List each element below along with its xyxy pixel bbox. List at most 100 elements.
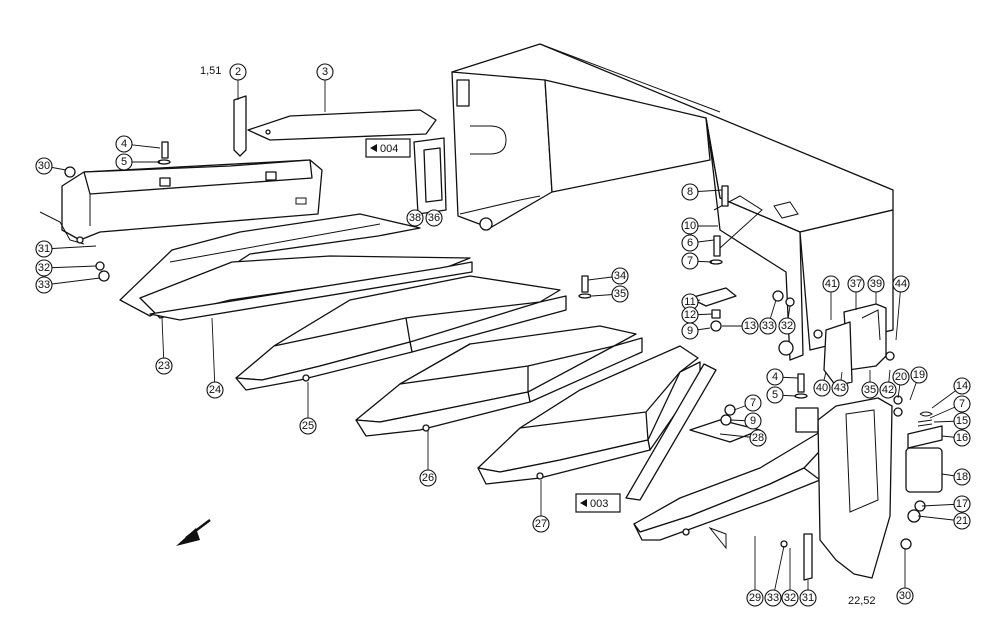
callout-circle: [741, 317, 759, 335]
callout-number: 31: [38, 243, 50, 255]
callout-number: 39: [870, 278, 882, 290]
callout-circle: [766, 368, 784, 386]
callout-circle: [681, 183, 699, 201]
callout-circle: [35, 276, 53, 294]
callout-number: 25: [302, 420, 314, 432]
callout-circle: [406, 209, 424, 227]
callout-32: 32: [778, 317, 796, 335]
callout-31: 31: [799, 589, 817, 607]
callout-circle: [744, 394, 762, 412]
callout-number: 36: [428, 212, 440, 224]
callout-35: 35: [611, 285, 629, 303]
callout-circle: [879, 381, 897, 399]
main-beam: [139, 255, 473, 321]
callout-number: 7: [750, 397, 756, 409]
callout-33: 33: [759, 317, 777, 335]
top-cover-plate: [247, 109, 437, 141]
callout-number: 12: [684, 309, 696, 321]
callout-circle: [744, 412, 762, 430]
part-label-151: 1,51: [200, 65, 221, 77]
callout-circle: [749, 429, 767, 447]
callout-circle: [766, 386, 784, 404]
callout-number: 15: [956, 415, 968, 427]
callout-5: 5: [115, 153, 133, 171]
callout-number: 23: [158, 360, 170, 372]
callout-circle: [681, 252, 699, 270]
callout-circle: [953, 377, 971, 395]
callout-number: 32: [781, 320, 793, 332]
callout-number: 4: [121, 138, 127, 150]
callout-6: 6: [681, 234, 699, 252]
callout-4: 4: [766, 368, 784, 386]
callout-circle: [115, 135, 133, 153]
reference-box: [575, 493, 621, 513]
callout-number: 24: [209, 384, 221, 396]
callout-number: 33: [767, 592, 779, 604]
callout-circle: [206, 381, 224, 399]
callout-13: 13: [741, 317, 759, 335]
callout-number: 30: [38, 160, 50, 172]
callout-number: 9: [750, 415, 756, 427]
callout-14: 14: [953, 377, 971, 395]
callout-circle: [953, 512, 971, 530]
callout-circle: [953, 395, 971, 413]
pointer-left-icon: [370, 144, 377, 152]
reference-number: 004: [380, 143, 398, 155]
callout-circle: [822, 275, 840, 293]
callout-circle: [953, 495, 971, 513]
right-side-panel: [795, 397, 893, 579]
callout-number: 21: [956, 515, 968, 527]
callout-circle: [759, 317, 777, 335]
callout-36: 36: [425, 209, 443, 227]
callout-39: 39: [867, 275, 885, 293]
left-side-panel: [39, 159, 323, 245]
callout-34: 34: [611, 267, 629, 285]
callout-number: 11: [684, 296, 695, 308]
callout-number: 18: [956, 471, 968, 483]
divider-cone-3: [477, 345, 701, 485]
callout-circle: [892, 275, 910, 293]
callout-number: 9: [687, 325, 693, 337]
callout-circle: [861, 381, 879, 399]
callout-32: 32: [35, 259, 53, 277]
callout-number: 20: [895, 371, 907, 383]
callout-number: 40: [816, 382, 828, 394]
callout-circle: [813, 379, 831, 397]
callout-circle: [764, 589, 782, 607]
callout-circle: [155, 357, 173, 375]
pointer-left-icon: [580, 499, 587, 507]
callout-number: 33: [762, 320, 774, 332]
callout-4: 4: [115, 135, 133, 153]
callout-7: 7: [953, 395, 971, 413]
mount-bracket: [813, 303, 895, 387]
callout-10: 10: [681, 217, 699, 235]
callout-33: 33: [764, 589, 782, 607]
callout-number: 37: [850, 278, 862, 290]
callout-7: 7: [681, 252, 699, 270]
callout-number: 6: [687, 237, 693, 249]
callout-circle: [896, 587, 914, 605]
callout-number: 42: [882, 384, 894, 396]
divider-cone-1: [235, 275, 567, 391]
callout-number: 19: [913, 369, 925, 381]
reference-box: [365, 138, 411, 158]
callout-30: 30: [896, 587, 914, 605]
callout-number: 4: [772, 371, 778, 383]
callout-number: 7: [687, 255, 693, 267]
callout-circle: [847, 275, 865, 293]
callout-number: 8: [687, 186, 693, 198]
callout-number: 10: [684, 220, 696, 232]
callout-38: 38: [406, 209, 424, 227]
callout-35: 35: [861, 381, 879, 399]
callout-number: 7: [959, 398, 965, 410]
callout-number: 38: [409, 212, 421, 224]
fasteners: [64, 141, 912, 581]
callout-12: 12: [681, 306, 699, 324]
callout-number: 17: [956, 498, 968, 510]
callout-number: 35: [864, 384, 876, 396]
callout-number: 30: [899, 590, 911, 602]
divider-cone-2: [355, 325, 643, 437]
callout-circle: [681, 217, 699, 235]
callout-circle: [831, 379, 849, 397]
